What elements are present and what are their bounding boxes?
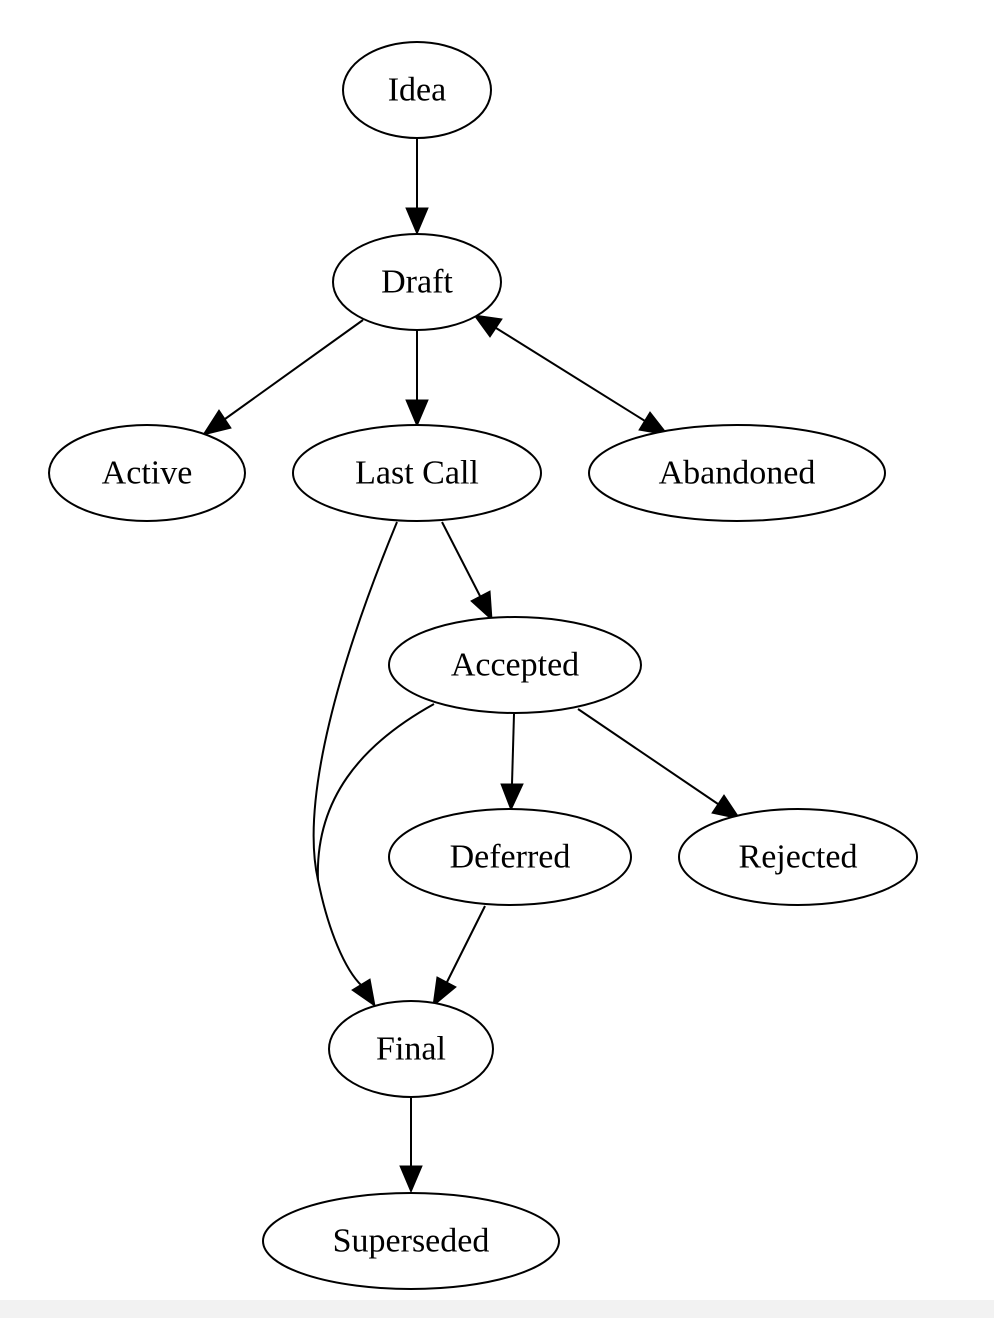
- arrowhead: [405, 399, 429, 428]
- edge-draft-to-lastcall: [405, 330, 429, 428]
- arrowhead: [470, 590, 493, 622]
- node-label: Superseded: [333, 1223, 490, 1260]
- arrowhead: [432, 976, 457, 1008]
- node-label: Accepted: [451, 647, 579, 684]
- edge-deferred-to-final: [432, 905, 486, 1008]
- node-deferred: Deferred: [388, 808, 632, 906]
- arrowhead: [405, 207, 429, 236]
- node-final: Final: [328, 1000, 494, 1098]
- edge-draft-to-active: [201, 319, 364, 436]
- node-draft: Draft: [332, 233, 502, 331]
- arrowhead: [201, 409, 232, 436]
- arrowhead: [472, 314, 503, 338]
- edge-accepted-to-deferred: [500, 713, 524, 812]
- edge-draft-to-abandoned: [472, 314, 670, 436]
- edge-accepted-to-final: [316, 703, 435, 881]
- node-lastcall: Last Call: [292, 424, 542, 522]
- edge-lastcall-to-final: [312, 521, 398, 1008]
- nodes: Idea Draft Active Last Call Abandoned Ac…: [48, 41, 918, 1290]
- node-label: Deferred: [450, 839, 571, 876]
- bottom-strip: [0, 1300, 994, 1318]
- node-active: Active: [48, 424, 246, 522]
- node-label: Final: [376, 1031, 446, 1068]
- node-idea: Idea: [342, 41, 492, 139]
- node-label: Abandoned: [659, 455, 816, 492]
- edge-final-to-superseded: [399, 1098, 423, 1194]
- edges: [201, 139, 742, 1194]
- arrowhead: [500, 783, 524, 812]
- arrowhead: [399, 1165, 423, 1194]
- node-label: Idea: [388, 72, 447, 109]
- node-label: Last Call: [355, 455, 479, 492]
- edge-lastcall-to-accepted: [441, 521, 493, 622]
- edge-accepted-to-rejected: [577, 708, 742, 820]
- node-label: Draft: [381, 264, 453, 301]
- node-label: Active: [102, 455, 193, 492]
- node-rejected: Rejected: [678, 808, 918, 906]
- node-accepted: Accepted: [388, 616, 642, 714]
- node-label: Rejected: [739, 839, 858, 876]
- arrowhead: [711, 794, 742, 820]
- arrowhead: [351, 978, 376, 1008]
- node-abandoned: Abandoned: [588, 424, 886, 522]
- node-superseded: Superseded: [262, 1192, 560, 1290]
- edge-idea-to-draft: [405, 139, 429, 236]
